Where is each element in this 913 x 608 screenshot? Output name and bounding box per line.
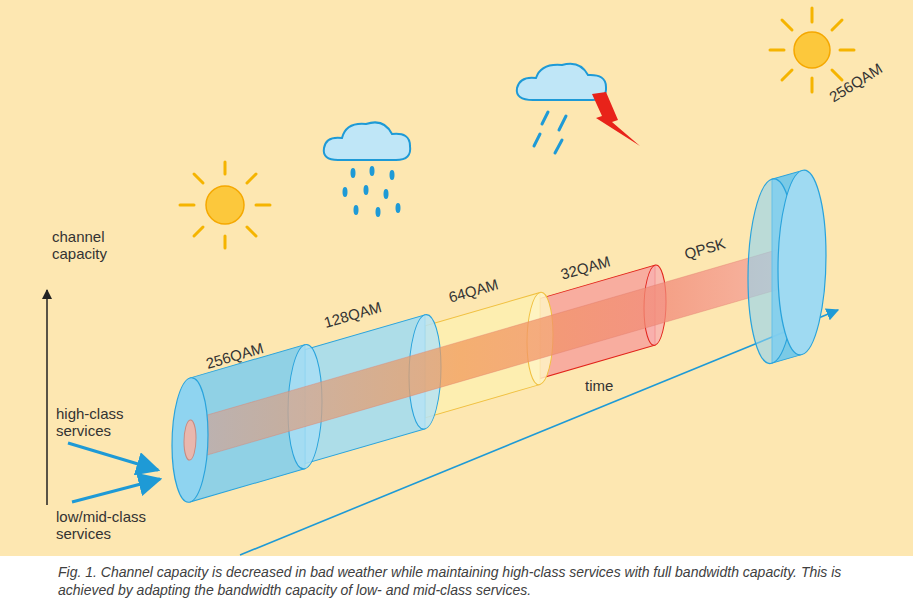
axis-label: channel capacity [52,228,116,262]
service-label: low/mid-class services [56,508,160,542]
service-arrow [72,479,160,502]
rain-cloud-icon [324,122,410,217]
service-label: high-class services [56,405,140,439]
capacity-axis [46,290,48,505]
storm-cloud-icon [517,64,640,153]
capacity-pipe [172,164,826,538]
sun-icon [180,162,270,248]
figure-caption: Fig. 1. Channel capacity is decreased in… [58,563,898,599]
sun-icon [770,8,854,92]
axis-label: time [585,377,613,394]
service-arrow [68,443,158,470]
